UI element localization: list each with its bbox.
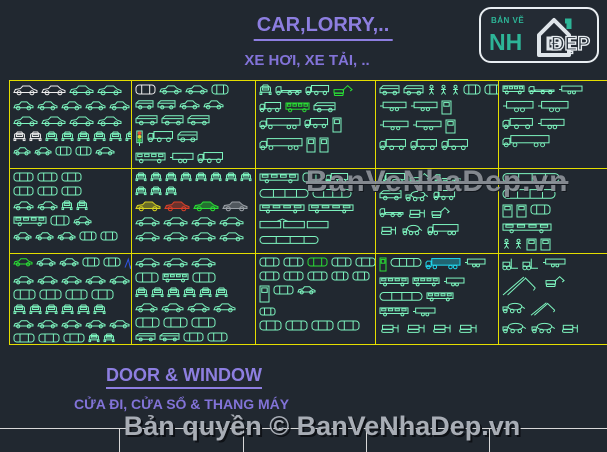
table-divider [366,429,367,452]
logo-name-left: NH [489,29,523,55]
cad-blocks-r3c4 [379,257,486,333]
grid-cell-r3c5-cranes [499,254,607,345]
house-icon [537,18,572,57]
page-title: CAR,LORRY,.. [253,14,393,41]
grid-cell-r2c5-bus-topviews [499,169,607,254]
cad-blocks-r2c1 [13,172,118,241]
cad-blocks-r2c4 [379,172,461,236]
page-subtitle: XE HƠI, XE TẢI, .. [244,52,370,69]
cad-blocks-r2c2 [135,172,252,242]
section-door-window-subtitle: CỬA ĐI, CỬA SỔ & THANG MÁY [74,396,290,412]
cad-blocks-r3c5 [502,258,578,334]
cad-blocks-r3c2 [135,258,236,342]
cad-blocks-r3c1 [13,257,131,343]
grid-cell-r1c1-cars [10,81,132,169]
banvenhadep-logo[interactable]: BẢN VẼ NH ĐẸP [479,7,599,63]
cad-blocks-r1c3 [259,84,353,153]
cad-blocks-r1c4 [379,84,498,151]
grid-cell-r2c3-buses [256,169,376,254]
center-watermark: BanVeNhaDep.vn [306,165,569,198]
logo-line1: BẢN VẼ [491,16,525,25]
table-divider [489,429,490,452]
cad-blocks-r2c3 [259,172,354,244]
grid-cell-r3c1-police-cars [10,254,132,345]
cad-blocks-r3c3 [259,257,375,331]
cad-blocks-r1c5 [502,85,583,148]
grid-cell-r3c2-mixed-cars [132,254,256,345]
grid-cell-r1c2-vans [132,81,256,169]
grid-cell-r2c2-colored-cars [132,169,256,254]
grid-cell-r3c3-topview-cars [256,254,376,345]
grid-cell-r3c4-containers [376,254,499,345]
cad-blocks-r1c2 [135,84,229,164]
table-divider [119,429,120,452]
copyright-watermark: Bản quyền © BanVeNhaDep.vn [123,411,521,441]
section-door-window-title: DOOR & WINDOW [106,365,262,389]
block-grid [9,80,607,345]
grid-cell-r2c4-machinery [376,169,499,254]
grid-cell-r1c3-trucks [256,81,376,169]
grid-cell-r1c5-semitrailers [499,81,607,169]
cad-blocks-r1c1 [13,85,131,156]
grid-cell-r1c4-boxtrucks [376,81,499,169]
logo-name-right: ĐẸP [550,33,590,55]
table-divider [243,429,244,452]
grid-cell-r2c1-suvs [10,169,132,254]
title-block-table [0,428,607,452]
cad-blocks-r2c5 [502,173,560,251]
